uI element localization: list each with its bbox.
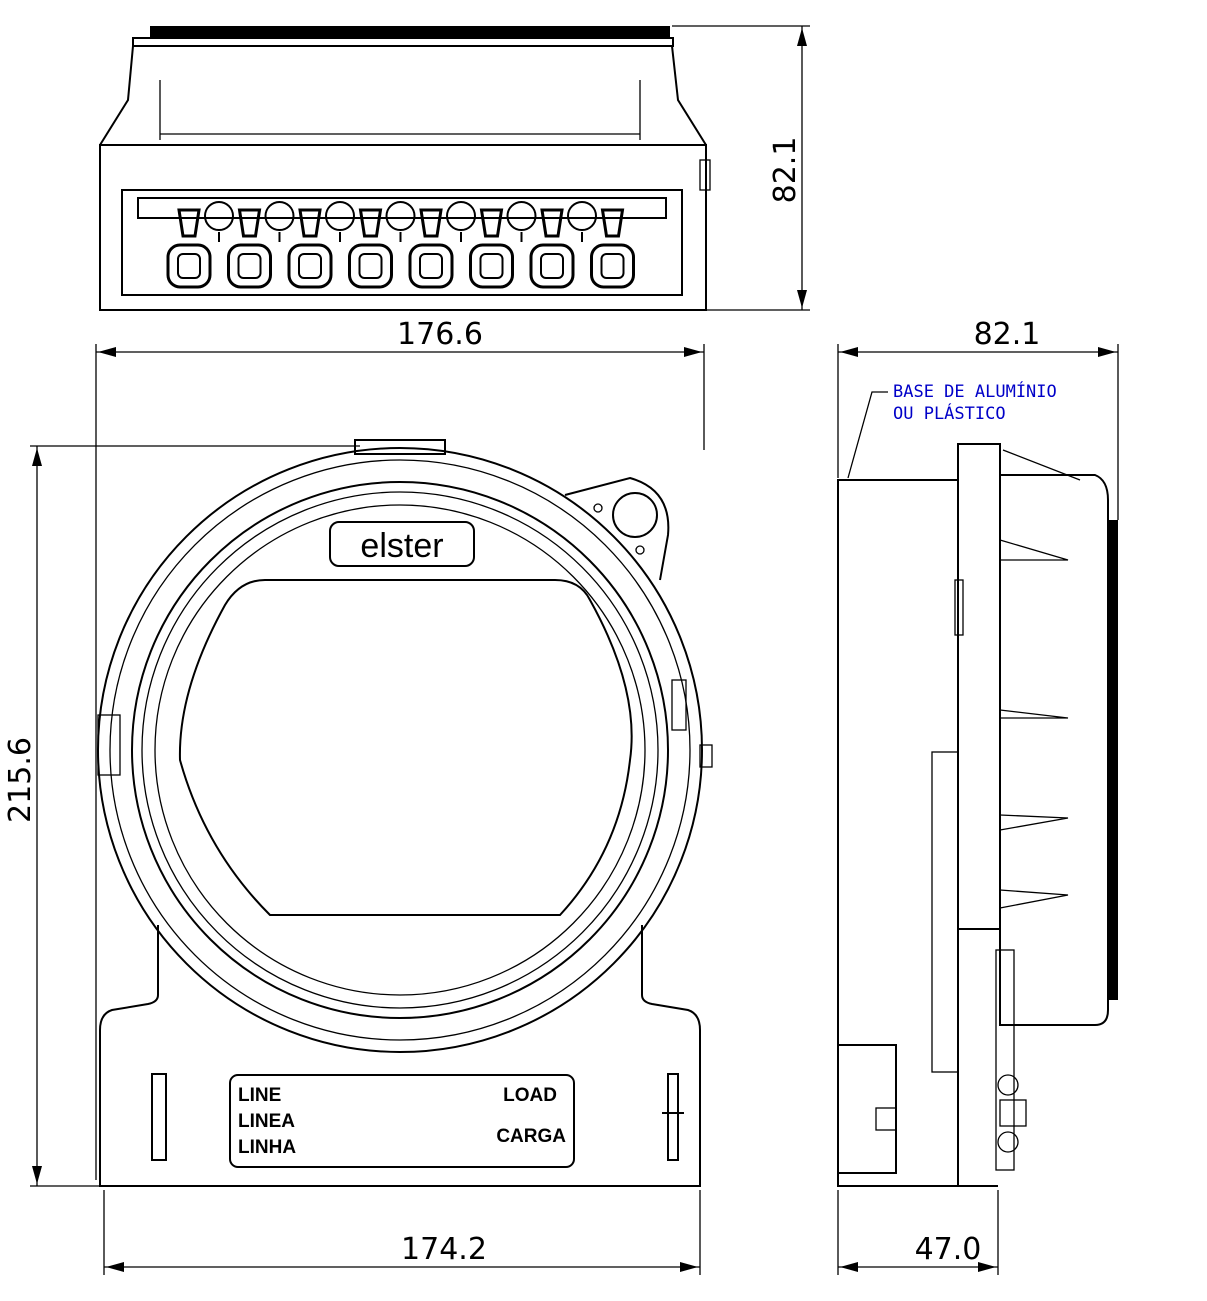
terminal [469,208,514,289]
dim-base-depth-label: 47.0 [915,1232,982,1267]
terminal [166,208,212,289]
terminal-row [166,208,635,289]
right-tab [699,744,713,768]
seal-hole [612,492,658,538]
terminal-screw [325,201,355,231]
ring-2 [109,459,691,1041]
terminal-screw [567,201,597,231]
right-ruler [667,1073,679,1161]
top-left-wall [99,45,134,146]
ring-4 [141,491,659,1009]
terminal-screw [506,201,537,231]
dim-side-depth: 82.1 [837,317,1119,520]
terminal-screw [204,201,234,231]
top-right-wall [671,45,707,146]
line-label-2: LINEA [238,1111,295,1132]
dim-base-depth: 47.0 [837,1190,999,1275]
load-label-2: CARGA [496,1126,566,1147]
terminal [348,208,393,289]
dim-top-depth-label: 82.1 [768,137,803,204]
side-view [837,443,1118,1187]
terminal [529,208,575,289]
brand-logo: elster [360,527,443,565]
load-label-1: LOAD [503,1085,557,1106]
terminal [227,208,272,289]
ring-3 [131,481,669,1019]
terminal-block-inner [121,189,683,296]
base-plate [99,925,701,1187]
dim-front-width: 176.6 [95,317,705,1180]
front-view: elster LINE LINEA LINHA LOAD CARGA [97,439,713,1187]
terminal [408,208,454,289]
terminal [590,208,635,289]
dim-base-width: 174.2 [103,1190,701,1275]
note-line-2: OU PLÁSTICO [893,402,1006,424]
top-notch [354,439,446,455]
terminal-side-tab [699,159,711,191]
ring-5 [154,504,646,996]
dim-top-depth: 82.1 [672,25,810,311]
dim-front-width-label: 176.6 [397,317,483,352]
terminal-screw [264,201,295,231]
left-tab [97,714,121,776]
display-window [178,579,633,916]
terminal-screw [446,201,476,231]
dim-front-height: 215.6 [3,445,360,1187]
seal-lug [564,476,670,581]
line-label-3: LINHA [238,1137,296,1158]
terminal-screw [385,201,416,231]
terminal-bar [137,197,667,219]
top-view [99,26,711,311]
note-line-1: BASE DE ALUMÍNIO [893,380,1057,402]
material-note: BASE DE ALUMÍNIO OU PLÁSTICO [847,380,1057,479]
right-latch [671,679,687,731]
terminal-screw-row [204,201,597,242]
left-slot [151,1073,167,1161]
dim-base-width-label: 174.2 [401,1232,487,1267]
brand-plate [329,521,475,567]
line-label-1: LINE [238,1085,281,1106]
side-flange [957,443,1001,930]
terminal-block-outer [99,144,707,311]
side-knurl [1108,520,1118,1000]
side-base [837,479,959,1187]
terminal-label-plate [229,1074,575,1168]
top-knurl [150,26,670,38]
side-cover [999,474,1109,1026]
side-terminal-box [837,1044,897,1174]
dim-side-depth-label: 82.1 [974,317,1041,352]
terminal [287,208,333,289]
dim-front-height-label: 215.6 [3,737,38,823]
top-cap [132,37,674,47]
